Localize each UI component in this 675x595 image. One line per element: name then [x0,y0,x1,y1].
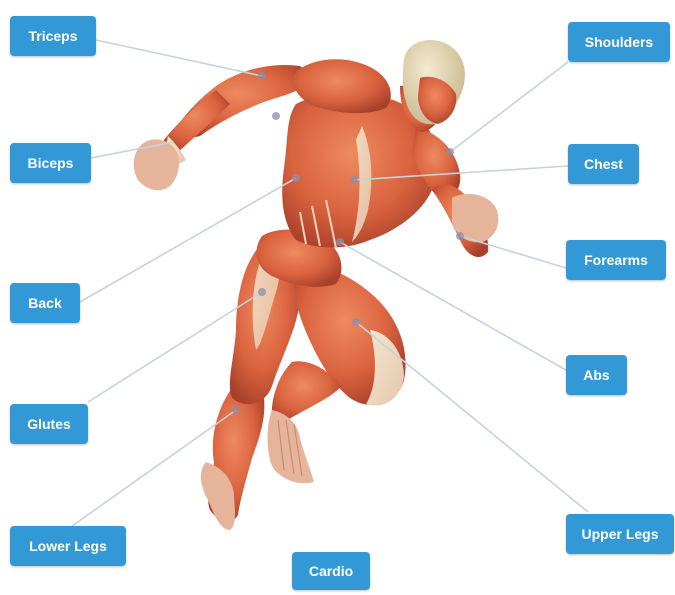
glutes-button[interactable]: Glutes [10,404,88,444]
marker-back [292,174,300,182]
marker-biceps [272,112,280,120]
upper-legs-button[interactable]: Upper Legs [566,514,674,554]
marker-abs [336,238,344,246]
shoulders-button[interactable]: Shoulders [568,22,670,62]
leader-triceps [96,40,262,76]
leader-upper-legs [356,322,588,512]
cardio-button[interactable]: Cardio [292,552,370,590]
marker-chest [350,176,358,184]
marker-shoulders [446,148,454,156]
marker-triceps [258,72,266,80]
right-foot [268,410,315,483]
lower-legs-button[interactable]: Lower Legs [10,526,126,566]
leader-shoulders [450,62,568,152]
back-button[interactable]: Back [10,283,80,323]
forearms-button[interactable]: Forearms [566,240,666,280]
anatomy-figure [134,40,499,530]
biceps-button[interactable]: Biceps [10,143,91,183]
chest-button[interactable]: Chest [568,144,639,184]
marker-lower-legs [232,406,240,414]
marker-glutes [258,288,266,296]
triceps-button[interactable]: Triceps [10,16,96,56]
left-hand [134,139,179,190]
marker-upper-legs [352,318,360,326]
marker-forearms [456,232,464,240]
abs-button[interactable]: Abs [566,355,627,395]
